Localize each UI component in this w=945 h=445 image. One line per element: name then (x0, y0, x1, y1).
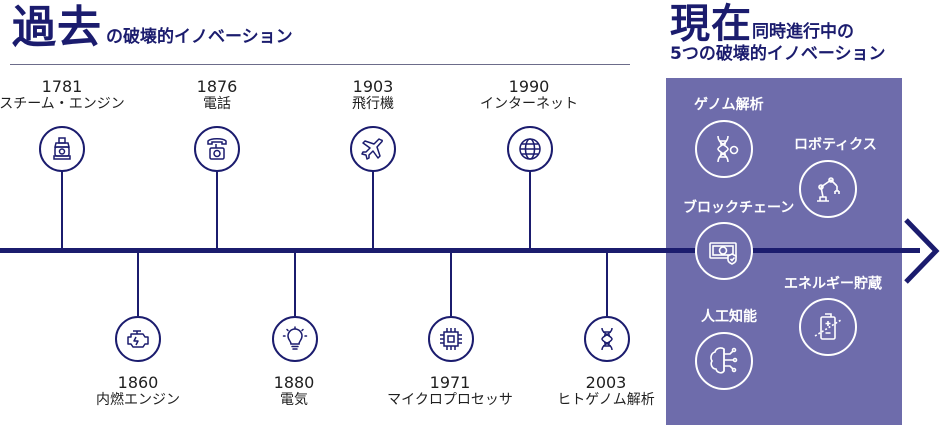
engine-icon (127, 330, 149, 348)
microchip-icon (440, 328, 462, 350)
event-circle (39, 126, 85, 172)
present-item-circle (695, 332, 753, 390)
event-year: 1781 (41, 77, 83, 96)
present-item-label: ブロックチェーン (683, 200, 795, 216)
timeline-arrow-icon (904, 218, 940, 284)
present-item-circle (695, 120, 753, 178)
event-year: 2003 (585, 373, 627, 392)
event-year: 1903 (352, 77, 394, 96)
event-label: ヒトゲノム解析 (557, 392, 655, 408)
timeline-axis (0, 248, 920, 253)
event-stem (137, 252, 139, 316)
lightbulb-icon (282, 326, 308, 350)
bitcoin-bill-icon (709, 242, 737, 265)
event-circle (272, 316, 318, 362)
event-stem (216, 170, 218, 249)
event-stem (529, 170, 531, 249)
title-divider (10, 64, 630, 65)
event-circle (507, 126, 553, 172)
robot-arm-icon (817, 177, 840, 202)
present-title-line2: 5つの破壊的イノベーション (670, 44, 886, 64)
present-item-label: 人工知能 (701, 309, 757, 325)
dna-icon (601, 327, 613, 351)
event-circle (428, 316, 474, 362)
globe-icon (519, 138, 541, 160)
event-label: インターネット (480, 96, 578, 112)
present-item-label: ロボティクス (794, 137, 877, 153)
present-item-label: ゲノム解析 (694, 97, 764, 113)
event-label: スチーム・エンジン (0, 96, 125, 112)
dna-magnifier-icon (717, 135, 739, 163)
past-title: 過去の破壊的イノベーション (12, 4, 293, 52)
event-label: 電気 (280, 392, 308, 408)
event-stem (606, 252, 608, 316)
event-year: 1971 (429, 373, 471, 392)
past-title-main: 過去 (12, 2, 102, 53)
event-label: 内燃エンジン (96, 392, 180, 408)
event-label: 飛行機 (352, 96, 394, 112)
event-circle (584, 316, 630, 362)
present-item-circle (799, 160, 857, 218)
steam-engine-icon (53, 137, 71, 160)
event-stem (294, 252, 296, 316)
present-item-label: エネルギー貯蔵 (784, 276, 882, 292)
present-title: 現在同時進行中の 5つの破壊的イノベーション (670, 2, 886, 64)
event-stem (61, 170, 63, 249)
event-circle (350, 126, 396, 172)
event-year: 1876 (196, 77, 238, 96)
event-circle (194, 126, 240, 172)
telephone-icon (207, 138, 227, 160)
event-label: 電話 (203, 96, 231, 112)
event-year: 1880 (273, 373, 315, 392)
airplane-icon (361, 138, 383, 160)
present-item-circle (799, 298, 857, 356)
past-title-sub: の破壊的イノベーション (106, 27, 293, 47)
event-year: 1990 (508, 77, 550, 96)
present-title-main: 現在 (670, 1, 752, 47)
event-stem (372, 170, 374, 249)
event-year: 1860 (117, 373, 159, 392)
battery-icon (814, 313, 842, 340)
event-label: マイクロプロセッサ (387, 392, 513, 408)
present-title-sub: 同時進行中の (752, 22, 854, 42)
event-circle (115, 316, 161, 362)
event-stem (450, 252, 452, 316)
present-item-circle (695, 222, 753, 280)
brain-circuit-icon (710, 347, 738, 374)
